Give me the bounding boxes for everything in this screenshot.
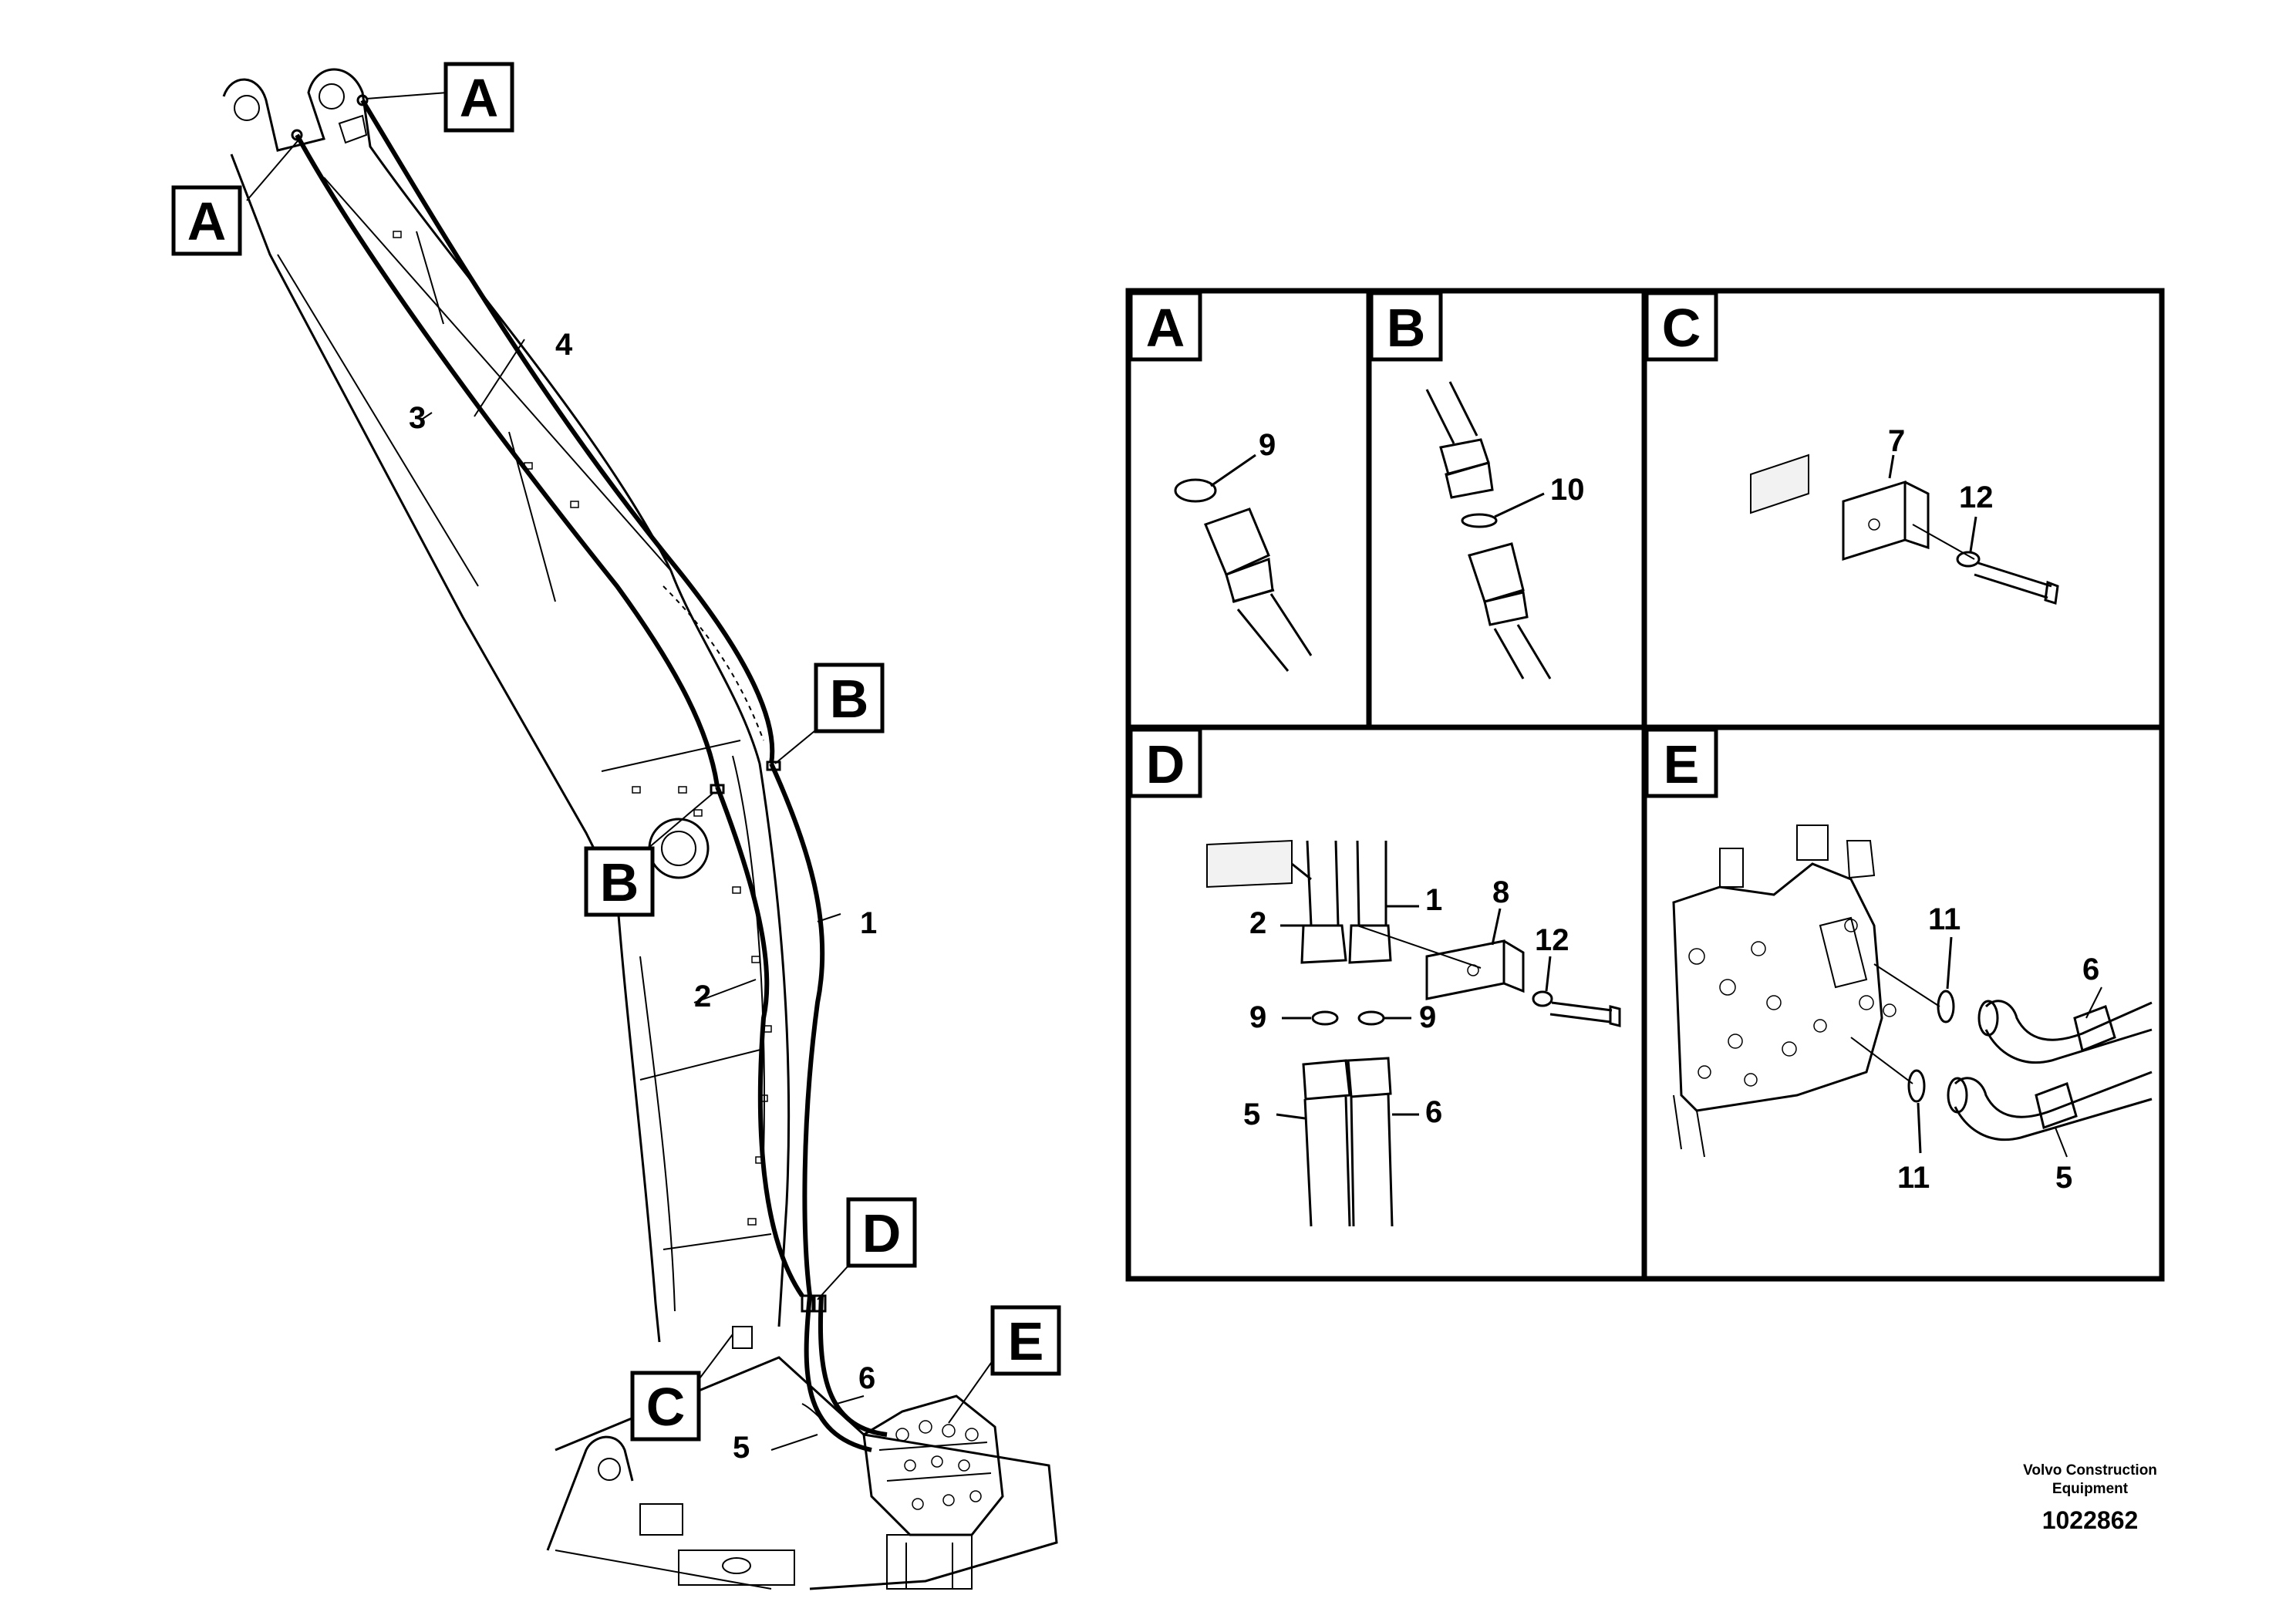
panel-b: B 10 xyxy=(1369,291,1585,679)
panel-d-label-8: 8 xyxy=(1492,875,1509,909)
panel-e-label-11-bottom: 11 xyxy=(1897,1161,1930,1195)
detail-panels: A 9 B 10 C xyxy=(1125,288,2165,1282)
panel-d-label-1: 1 xyxy=(1425,883,1442,917)
control-valve-small xyxy=(862,1394,1004,1590)
main-callouts: A A B B C D E xyxy=(171,62,1061,1442)
callout-d: D xyxy=(846,1197,917,1268)
svg-text:E: E xyxy=(1008,1311,1044,1371)
svg-text:E: E xyxy=(1664,734,1700,794)
panel-a-label-9: 9 xyxy=(1259,428,1276,462)
callout-a-top: A xyxy=(443,62,514,133)
panel-a: A 9 xyxy=(1128,291,1313,672)
panel-d-label-2: 2 xyxy=(1249,906,1266,940)
callout-b-lower: B xyxy=(584,846,655,917)
brand-line-2: Equipment xyxy=(2052,1481,2129,1497)
label-hose-2: 2 xyxy=(694,980,711,1013)
panel-d-label-12: 12 xyxy=(1535,923,1569,957)
label-hose-6: 6 xyxy=(858,1361,875,1395)
panel-e-label-11-top: 11 xyxy=(1928,902,1961,936)
svg-text:B: B xyxy=(1387,298,1426,358)
panel-e: E 11 11 xyxy=(1644,727,2153,1195)
panel-d-label-9-right: 9 xyxy=(1419,1000,1436,1034)
panel-d-label-5: 5 xyxy=(1243,1098,1260,1131)
panel-d-label-6: 6 xyxy=(1425,1095,1442,1129)
main-part-numbers: 1 2 3 4 5 6 xyxy=(409,328,877,1465)
svg-text:B: B xyxy=(830,669,869,729)
svg-text:A: A xyxy=(460,68,499,128)
panel-c-label-7: 7 xyxy=(1888,424,1905,458)
svg-text:C: C xyxy=(646,1377,686,1437)
boom-illustration xyxy=(222,68,1058,1590)
svg-text:D: D xyxy=(862,1203,902,1263)
panel-d: D 8 12 1 2 xyxy=(1128,727,1621,1227)
svg-text:A: A xyxy=(1146,298,1185,358)
panel-c: C 7 12 xyxy=(1644,291,2059,605)
panel-c-label-12: 12 xyxy=(1959,481,1994,514)
callout-b-upper: B xyxy=(814,663,885,733)
svg-text:A: A xyxy=(187,191,227,251)
svg-text:B: B xyxy=(600,852,639,912)
label-hose-4: 4 xyxy=(555,328,573,362)
panel-b-label-10: 10 xyxy=(1550,473,1585,507)
label-hose-1: 1 xyxy=(860,906,877,940)
svg-text:D: D xyxy=(1146,734,1185,794)
svg-text:C: C xyxy=(1662,298,1701,358)
panel-e-label-5: 5 xyxy=(2055,1161,2072,1195)
callout-e: E xyxy=(990,1305,1061,1376)
label-hose-3: 3 xyxy=(409,401,426,435)
callout-a-left: A xyxy=(171,185,242,256)
label-hose-5: 5 xyxy=(733,1431,750,1465)
drawing-number: 1022862 xyxy=(2041,1506,2139,1534)
panel-e-label-6: 6 xyxy=(2082,953,2099,986)
footer-credit: Volvo Construction Equipment 1022862 xyxy=(1974,1462,2206,1535)
callout-c: C xyxy=(630,1371,701,1442)
panel-d-label-9-left: 9 xyxy=(1249,1000,1266,1034)
boom-hoses xyxy=(291,94,888,1452)
brand-line-1: Volvo Construction xyxy=(2023,1462,2157,1479)
